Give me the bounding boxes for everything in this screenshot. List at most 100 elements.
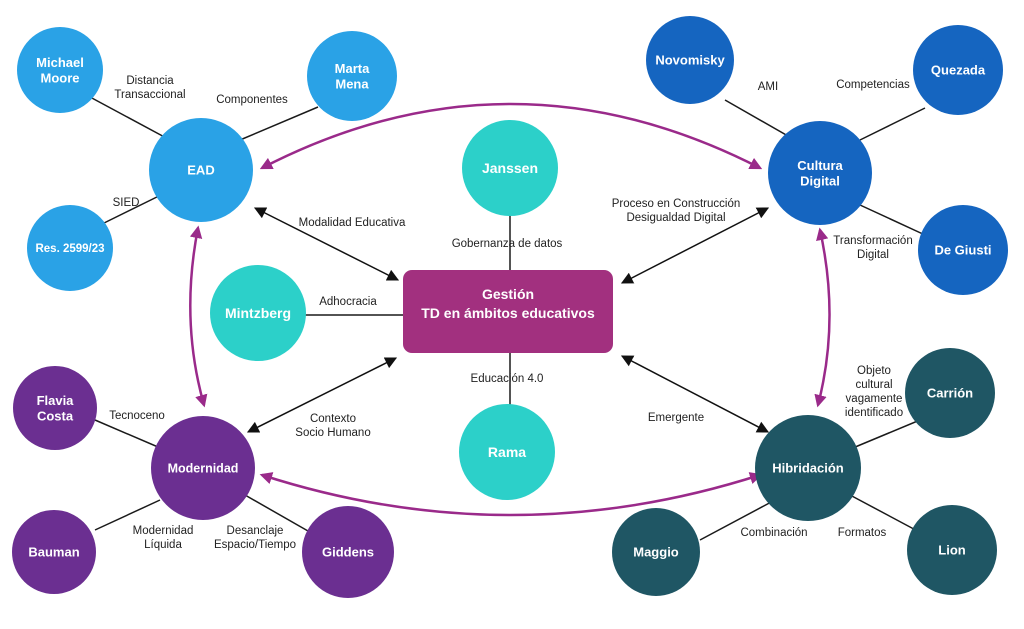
node-label: Maggio <box>633 545 679 560</box>
node-circle <box>151 416 255 520</box>
edge-label-competencias: Competencias <box>836 79 910 91</box>
center-box-shape <box>403 270 613 353</box>
edge-label-distancia: Distancia <box>126 75 174 87</box>
node-label: Costa <box>37 408 74 423</box>
line-degiusti-cultura <box>859 204 926 236</box>
arrow-cultura-hibridacion <box>814 227 831 408</box>
edge-label-sied: SIED <box>113 197 140 209</box>
edge-label-educacion: Educación 4.0 <box>471 373 544 385</box>
edge-label-distancia: Transaccional <box>114 89 185 101</box>
line-carrion-hibridacion <box>847 419 921 451</box>
node-quezada: Quezada <box>913 25 1003 115</box>
arrow-hibridacion-center <box>620 355 770 433</box>
node-circle <box>768 121 872 225</box>
node-label: Digital <box>800 173 840 188</box>
node-novomisky: Novomisky <box>646 16 734 104</box>
line-maggio-hibridacion <box>699 499 776 541</box>
node-ead: EAD <box>149 118 253 222</box>
node-mintzberg: Mintzberg <box>210 265 306 361</box>
node-circle <box>27 205 113 291</box>
edge-label-mod-liquida: Líquida <box>144 539 182 551</box>
line-giddens-modernidad <box>244 494 316 536</box>
line-quezada-cultura <box>859 107 926 141</box>
center-title-line1: Gestión <box>482 286 534 302</box>
line-lion-hibridacion <box>849 494 926 536</box>
edge-label-adhocracia: Adhocracia <box>319 296 377 308</box>
edge-label-combinacion: Combinación <box>740 527 807 539</box>
node-label: Bauman <box>28 545 79 560</box>
node-circle <box>905 348 995 438</box>
node-circle <box>459 404 555 500</box>
node-label: Modernidad <box>168 462 239 476</box>
node-label: Michael <box>36 55 84 70</box>
node-label: Mena <box>335 76 369 91</box>
node-circle <box>646 16 734 104</box>
edge-label-objeto: Objeto <box>857 365 891 377</box>
arrow-modernidad-center <box>246 357 398 433</box>
node-label: Janssen <box>482 160 538 176</box>
node-maggio: Maggio <box>612 508 700 596</box>
node-hibridacion: Hibridación <box>755 415 861 521</box>
line-moore-ead <box>89 96 171 141</box>
line-mena-ead <box>239 106 319 141</box>
line-res-ead <box>99 192 166 226</box>
edge-label-objeto: cultural <box>855 379 892 391</box>
edge-label-objeto: identificado <box>845 407 903 419</box>
edge-label-tecnoceno: Tecnoceno <box>109 410 165 422</box>
node-circle <box>612 508 700 596</box>
edge-label-objeto: vagamente <box>846 393 903 405</box>
arrow-cultura-center <box>620 207 770 284</box>
edge-label-desanclaje: Espacio/Tiempo <box>214 539 296 551</box>
node-carrion: Carrión <box>905 348 995 438</box>
node-circle <box>913 25 1003 115</box>
edge-label-desanclaje: Desanclaje <box>227 525 284 537</box>
node-label: Lion <box>938 543 965 558</box>
node-circle <box>918 205 1008 295</box>
node-janssen: Janssen <box>462 120 558 216</box>
edge-label-ami: AMI <box>758 81 778 93</box>
edge-label-transformacion: Transformación <box>833 235 912 247</box>
edge-label-transformacion: Digital <box>857 249 889 261</box>
node-circle <box>149 118 253 222</box>
node-label: Giddens <box>322 545 374 560</box>
node-circle <box>907 505 997 595</box>
node-label: Flavia <box>37 393 75 408</box>
node-label: Novomisky <box>655 53 725 68</box>
node-label: De Giusti <box>934 243 991 258</box>
node-circle <box>210 265 306 361</box>
line-novomisky-cultura <box>724 99 796 141</box>
node-giddens: Giddens <box>302 506 394 598</box>
line-costa-modernidad <box>94 419 166 451</box>
arrow-ead-modernidad <box>189 225 208 408</box>
arrow-ead-cultura <box>259 102 763 170</box>
node-circle <box>13 366 97 450</box>
node-rama: Rama <box>459 404 555 500</box>
node-lion: Lion <box>907 505 997 595</box>
node-label: Cultura <box>797 158 843 173</box>
node-circle <box>302 506 394 598</box>
node-circle <box>755 415 861 521</box>
center-arrows <box>246 207 770 433</box>
node-label: Res. 2599/23 <box>35 243 104 255</box>
center-title-line2: TD en ámbitos educativos <box>421 305 595 321</box>
node-label: Rama <box>488 444 526 460</box>
node-circle <box>17 27 103 113</box>
edge-label-formatos: Formatos <box>838 527 887 539</box>
node-de-giusti: De Giusti <box>918 205 1008 295</box>
node-label: Quezada <box>931 63 986 78</box>
edge-label-emergente: Emergente <box>648 412 704 424</box>
edge-label-proceso: Proceso en Construcción <box>612 198 740 210</box>
connector-lines <box>89 96 926 541</box>
node-label: Carrión <box>927 386 973 401</box>
center-box: Gestión TD en ámbitos educativos <box>403 270 613 353</box>
node-bauman: Bauman <box>12 510 96 594</box>
edge-label-contexto: Socio Humano <box>295 427 370 439</box>
edge-label-modalidad: Modalidad Educativa <box>299 217 406 229</box>
